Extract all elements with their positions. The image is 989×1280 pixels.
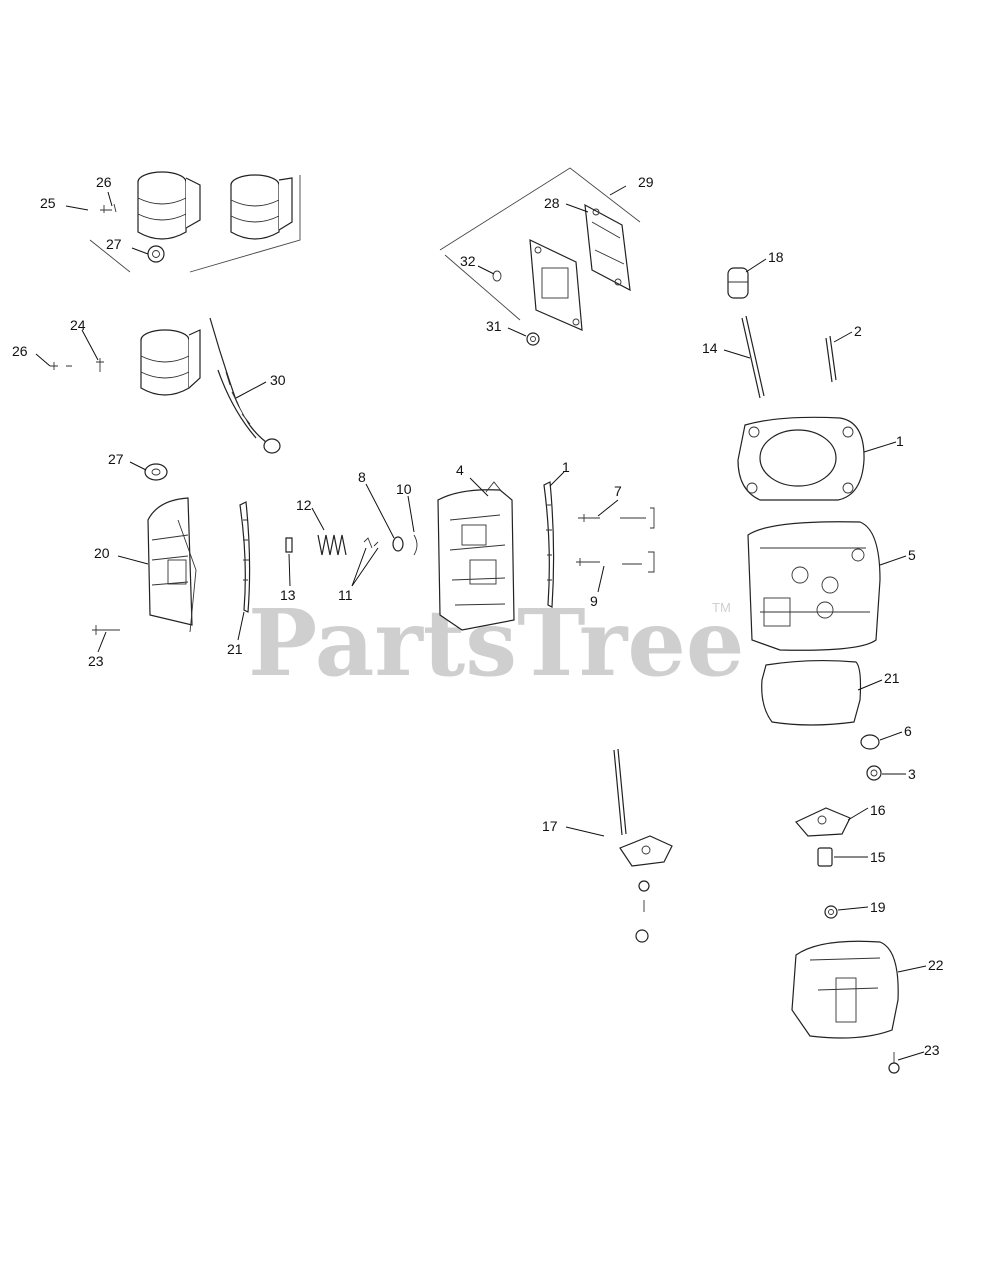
clip-24 xyxy=(96,358,104,372)
clip-26-top xyxy=(100,203,117,213)
gasket-21-left[interactable] xyxy=(239,501,251,613)
ring-8[interactable] xyxy=(392,536,404,552)
filter-hose-group xyxy=(50,317,281,481)
callout-26-top: 26 xyxy=(96,174,112,190)
callout-23-left: 23 xyxy=(88,653,104,669)
cap-18[interactable] xyxy=(727,267,749,299)
callout-3: 3 xyxy=(908,766,916,782)
callout-16: 16 xyxy=(870,802,886,818)
pivot-15[interactable] xyxy=(817,847,833,867)
callout-21-right: 21 xyxy=(884,670,900,686)
callout-14: 14 xyxy=(702,340,718,356)
callout-12: 12 xyxy=(296,497,312,513)
air-filter-a[interactable] xyxy=(137,171,201,240)
callout-2: 2 xyxy=(854,323,862,339)
fuel-hose[interactable] xyxy=(209,317,281,454)
nut-3[interactable] xyxy=(866,765,882,781)
callout-18: 18 xyxy=(768,249,784,265)
clip-26-mid xyxy=(50,362,72,370)
pushrod-assembly[interactable] xyxy=(613,748,673,943)
callout-26-mid: 26 xyxy=(12,343,28,359)
cylinder-head[interactable] xyxy=(747,521,881,651)
gasket-1-mid[interactable] xyxy=(543,481,555,608)
screw-23-right[interactable] xyxy=(888,1052,900,1074)
callout-25: 25 xyxy=(40,195,56,211)
callout-29: 29 xyxy=(638,174,654,190)
callout-15: 15 xyxy=(870,849,886,865)
watermark-trademark: TM xyxy=(712,600,731,615)
screw-9[interactable] xyxy=(576,551,655,573)
callout-32: 32 xyxy=(460,253,476,269)
callout-24: 24 xyxy=(70,317,86,333)
callout-labels: 1 1 2 3 4 5 6 7 8 9 10 11 12 13 14 15 16… xyxy=(12,174,944,1058)
right-column-group xyxy=(727,267,900,1074)
rocker-arm-16[interactable] xyxy=(795,807,851,837)
carburetor-housing[interactable] xyxy=(147,497,197,633)
callout-9: 9 xyxy=(590,593,598,609)
stud-2[interactable] xyxy=(825,335,837,383)
nut-19[interactable] xyxy=(824,905,838,919)
callout-23-right: 23 xyxy=(924,1042,940,1058)
callout-28: 28 xyxy=(544,195,560,211)
callout-27-mid: 27 xyxy=(108,451,124,467)
washer-27-mid[interactable] xyxy=(144,463,168,481)
callout-17: 17 xyxy=(542,818,558,834)
callout-1-head-gasket: 1 xyxy=(896,433,904,449)
callout-13: 13 xyxy=(280,587,296,603)
pin-13[interactable] xyxy=(285,537,293,553)
clip-11[interactable] xyxy=(363,537,379,549)
clip-10[interactable] xyxy=(413,534,418,556)
valve-cover-22[interactable] xyxy=(791,940,899,1039)
carburetor-row xyxy=(92,481,655,635)
head-gasket[interactable] xyxy=(737,416,865,501)
washer-27-top[interactable] xyxy=(147,245,165,263)
callout-22: 22 xyxy=(928,957,944,973)
bracket-28[interactable] xyxy=(584,203,631,292)
callout-31: 31 xyxy=(486,318,502,334)
bracket-group xyxy=(439,167,641,346)
screw-7[interactable] xyxy=(578,507,655,529)
callout-7: 7 xyxy=(614,483,622,499)
callout-11: 11 xyxy=(338,587,353,603)
air-filter-c[interactable] xyxy=(140,329,201,396)
callout-4: 4 xyxy=(456,462,464,478)
callout-19: 19 xyxy=(870,899,886,915)
carburetor-body[interactable] xyxy=(437,481,515,631)
callout-20: 20 xyxy=(94,545,110,561)
callout-21-left: 21 xyxy=(227,641,243,657)
nut-6[interactable] xyxy=(860,734,880,750)
callout-27-top: 27 xyxy=(106,236,122,252)
callout-1-gasket: 1 xyxy=(562,459,570,475)
callout-8: 8 xyxy=(358,469,366,485)
screw-23-left[interactable] xyxy=(92,625,120,635)
nut-31[interactable] xyxy=(526,332,540,346)
callout-6: 6 xyxy=(904,723,912,739)
callout-10: 10 xyxy=(396,481,412,497)
spring-12[interactable] xyxy=(317,534,347,556)
air-filter-b[interactable] xyxy=(230,174,293,240)
callout-30: 30 xyxy=(270,372,286,388)
bracket-plate[interactable] xyxy=(529,239,583,331)
rod-14[interactable] xyxy=(741,315,765,399)
callout-5: 5 xyxy=(908,547,916,563)
leader-lines xyxy=(35,185,927,1061)
screw-32[interactable] xyxy=(492,270,502,282)
gasket-21-right[interactable] xyxy=(761,659,862,726)
filter-kit-group xyxy=(89,171,301,273)
